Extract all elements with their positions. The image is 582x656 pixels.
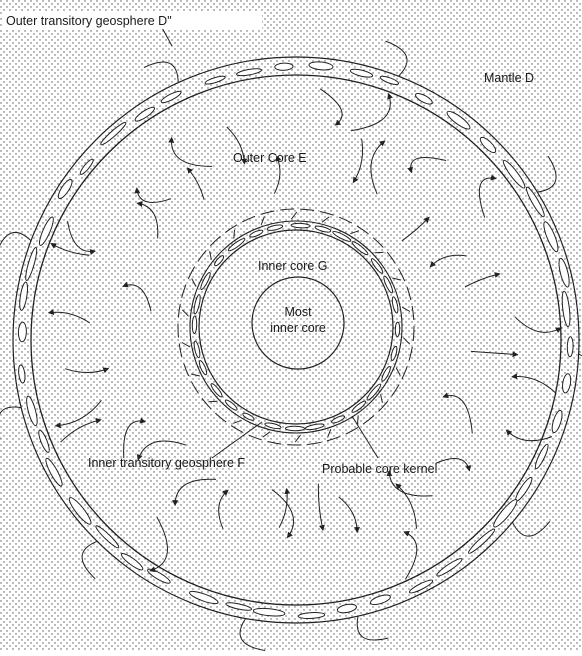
outer-transitory-blob (567, 337, 573, 357)
inner-transitory-tick (234, 230, 235, 239)
inner-transitory-blob (291, 223, 310, 228)
outer-transitory-label: Outer transitory geosphere D" (6, 14, 172, 28)
inner-transitory-tick (209, 401, 218, 402)
inner-transitory-blob (285, 426, 304, 431)
most-inner-core-label-line2: inner core (270, 321, 326, 335)
mantle-label: Mantle D (484, 71, 534, 85)
inner-transitory-tick (358, 415, 359, 424)
inner-core-label: Inner core G (258, 259, 327, 273)
outer-transitory-blob (275, 63, 293, 71)
inner-transitory-label: Inner transitory geosphere F (88, 456, 245, 470)
inner-transitory-blob (395, 322, 400, 337)
inner-transitory-tick (375, 252, 384, 253)
core-kernel-label: Probable core kernel (322, 462, 437, 476)
most-inner-core-label-line1: Most (284, 305, 312, 319)
outer-transitory-blob (18, 322, 27, 342)
inner-transitory-blob (192, 316, 197, 333)
outer-core-label: Outer Core E (233, 151, 307, 165)
